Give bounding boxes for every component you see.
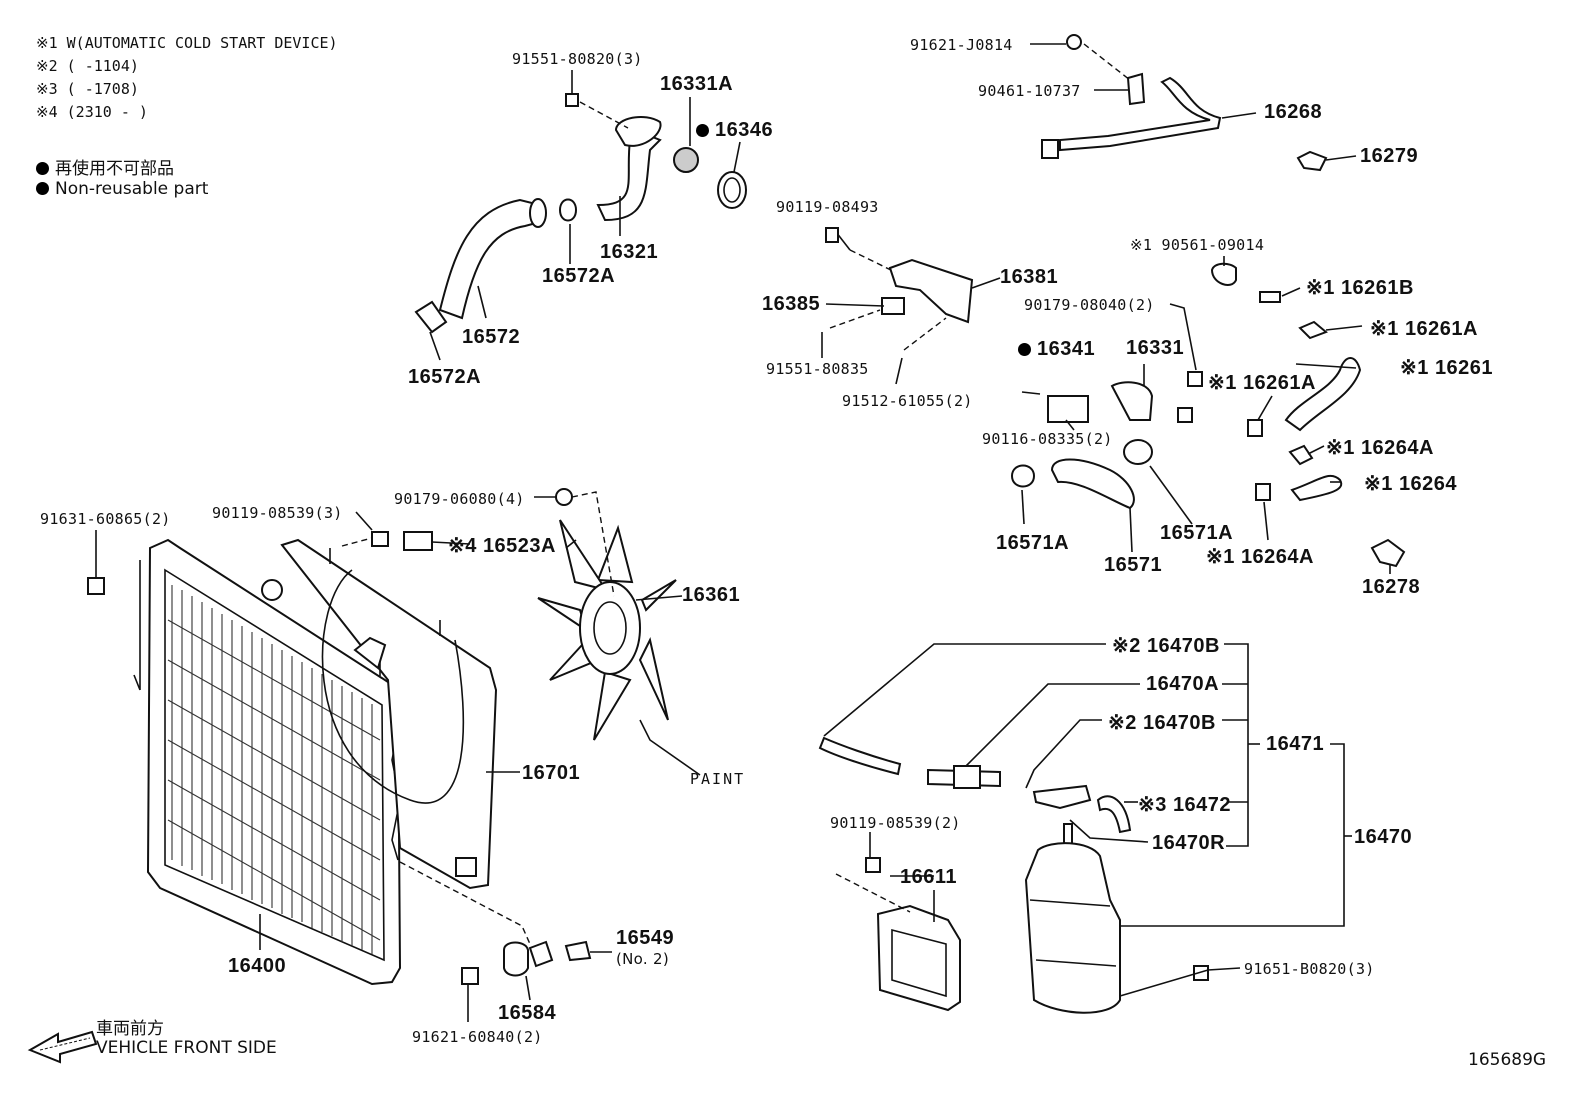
label-paint: PAINT [690,770,746,788]
label-90179-06080: 90179-06080(4) [394,490,525,508]
label-16331: 16331 [1126,337,1185,359]
label-90119-08539b: 90119-08539(2) [830,814,961,832]
note-2: ※2 ( -1104) [36,57,139,75]
label-90561-09014: ※1 90561-09014 [1130,236,1265,254]
bottom-fasteners [87,488,592,985]
label-16279: 16279 [1360,145,1419,167]
label-16572A-bottom: 16572A [408,366,482,388]
label-91631-60865: 91631-60865(2) [40,510,171,528]
label-90179-08040: 90179-08040(2) [1024,296,1155,314]
label-91512-61055: 91512-61055(2) [842,392,973,410]
dashed-lines [341,43,1131,945]
label-16261A-mid: ※1 16261A [1208,372,1316,394]
front-side-en: VEHICLE FRONT SIDE [96,1038,277,1058]
label-16361: 16361 [682,584,741,606]
legend-en: Non-reusable part [36,179,208,199]
label-16701: 16701 [522,762,581,784]
label-91621-J0814: 91621-J0814 [910,36,1013,54]
label-16261A-right: ※1 16261A [1370,318,1478,340]
label-16571: 16571 [1104,554,1163,576]
label-16341: 16341 [1018,338,1095,361]
diagram-id: 165689G [1468,1050,1547,1070]
front-arrow [27,1030,98,1064]
label-16264: ※1 16264 [1364,473,1458,495]
note-1: ※1 W(AUTOMATIC COLD START DEVICE) [36,34,338,52]
label-16470B-top: ※2 16470B [1112,635,1220,657]
label-16385: 16385 [762,293,821,315]
label-91551-80820: 91551-80820(3) [512,50,643,68]
label-16470B-mid: ※2 16470B [1108,712,1216,734]
legend-jp: 再使用不可部品 [36,154,174,179]
coolant-hoses-mid [1010,262,1406,568]
label-16264A-bottom: ※1 16264A [1206,546,1314,568]
label-90116-08335: 90116-08335(2) [982,430,1113,448]
label-16571A-right: 16571A [1160,522,1234,544]
label-16261B: ※1 16261B [1306,277,1414,299]
label-90119-08493: 90119-08493 [776,198,879,216]
label-91621-60840: 91621-60840(2) [412,1028,543,1046]
label-16400: 16400 [228,955,287,977]
label-16264A-top: ※1 16264A [1326,437,1434,459]
label-16549: 16549 [616,927,675,949]
label-16261: ※1 16261 [1400,357,1494,379]
label-16611: 16611 [900,866,958,888]
label-16584: 16584 [498,1002,557,1024]
upper-hose-group [414,93,747,334]
label-16381: 16381 [1000,266,1059,288]
bracket-16381 [825,227,974,324]
shroud-16701 [280,538,498,890]
label-16321: 16321 [600,241,659,263]
label-16572: 16572 [462,326,521,348]
leader-lines [95,43,1391,1022]
label-16331A: 16331A [660,73,734,95]
front-side-jp: 車両前方 [96,1019,164,1039]
pipe-16268 [1041,34,1328,172]
label-16471: 16471 [1266,733,1325,755]
label-91651-B0820: 91651-B0820(3) [1244,960,1375,978]
label-90119-08539: 90119-08539(3) [212,504,343,522]
note-4: ※4 (2310 - ) [36,103,148,121]
label-16523A: ※4 16523A [448,535,556,557]
fan-16361 [537,519,701,776]
label-16268: 16268 [1264,101,1323,123]
label-16278: 16278 [1362,576,1421,598]
label-16472: ※3 16472 [1138,794,1232,816]
label-16470R: 16470R [1152,832,1226,854]
note-3: ※3 ( -1708) [36,80,139,98]
reservoir-group [818,736,1209,1014]
label-16572A-top: 16572A [542,265,616,287]
label-16549-no2: (No. 2) [616,950,670,968]
label-16470A: 16470A [1146,673,1220,695]
label-16470: 16470 [1354,826,1413,848]
label-16571A-left: 16571A [996,532,1070,554]
label-91551-80835: 91551-80835 [766,360,869,378]
label-90461-10737: 90461-10737 [978,82,1081,100]
label-16346: 16346 [696,119,773,142]
